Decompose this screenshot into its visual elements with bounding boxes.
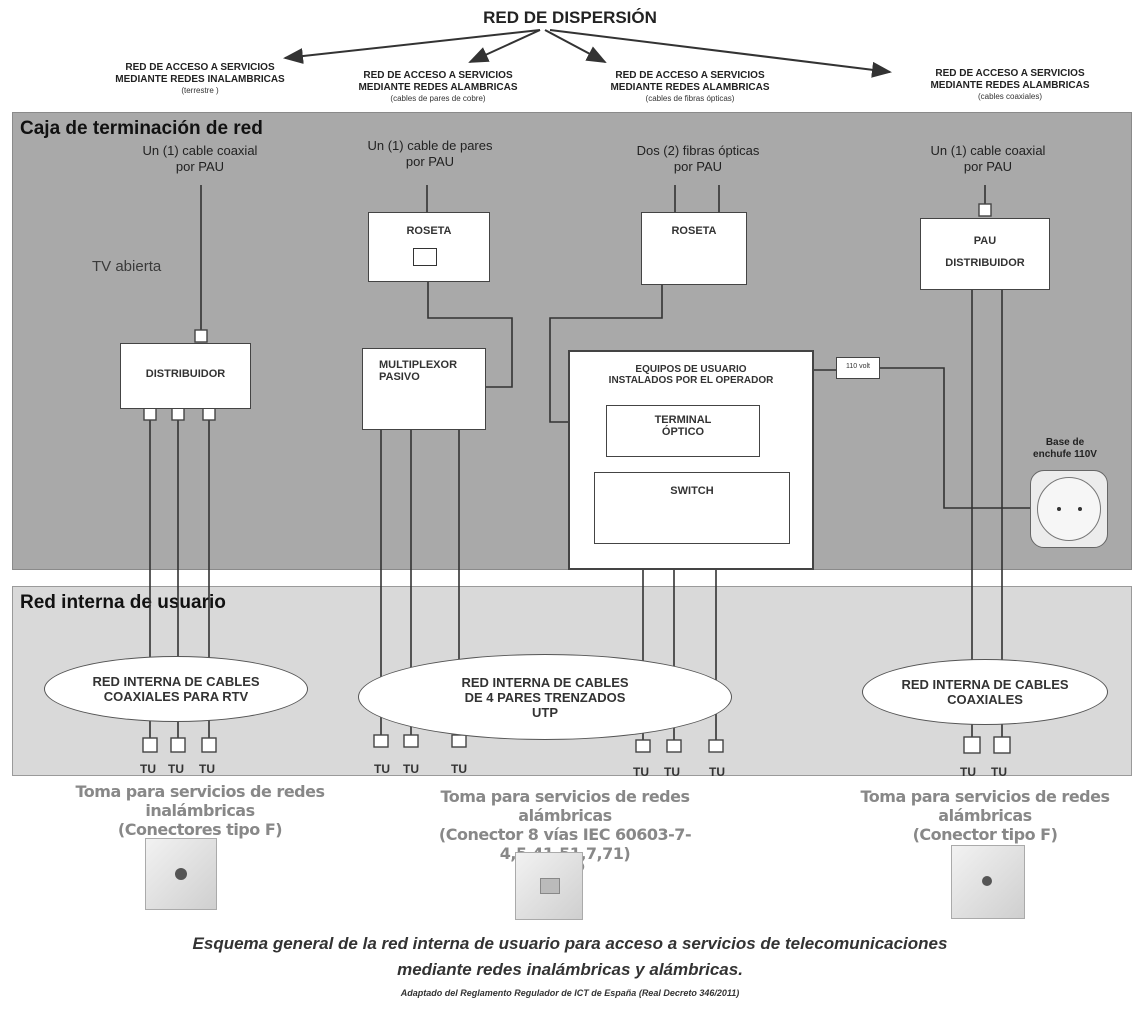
network-header-fiber: RED DE ACCESO A SERVICIOS MEDIANTE REDES… bbox=[570, 70, 810, 103]
coax-wall-plate-icon bbox=[145, 838, 217, 910]
tu-label: TU bbox=[199, 762, 215, 776]
plate-connector bbox=[982, 876, 992, 886]
toma-wireless-label: Toma para servicios de redes inalámbrica… bbox=[30, 782, 370, 839]
network-header-line: MEDIANTE REDES ALAMBRICAS bbox=[610, 82, 770, 93]
col4-cable-line2: por PAU bbox=[963, 159, 1013, 174]
terminal-optico-line2: ÓPTICO bbox=[661, 426, 705, 438]
multiplexor-label-line2: PASIVO bbox=[379, 371, 420, 383]
network-header-sub: (cables coaxiales) bbox=[977, 92, 1043, 101]
network-header-line: MEDIANTE REDES INALAMBRICAS bbox=[115, 74, 285, 85]
toma-line: Toma para servicios de redes alámbricas bbox=[860, 787, 1110, 825]
network-header-sub: (cables de pares de cobre) bbox=[390, 94, 486, 103]
rj45-wall-plate-icon bbox=[515, 852, 583, 920]
roseta-copper-label: ROSETA bbox=[406, 225, 452, 237]
base-enchufe-line1: Base de bbox=[1045, 437, 1085, 448]
tv-abierta-label: TV abierta bbox=[92, 258, 162, 275]
terminal-optico-box: TERMINAL ÓPTICO bbox=[606, 405, 760, 457]
base-enchufe-line2: enchufe 110V bbox=[1033, 449, 1097, 460]
base-enchufe-label: Base de enchufe 110V bbox=[1020, 437, 1110, 461]
equipos-usuario-line1: EQUIPOS DE USUARIO bbox=[635, 364, 747, 375]
network-header-coaxial: RED DE ACCESO A SERVICIOS MEDIANTE REDES… bbox=[890, 68, 1130, 101]
network-header-wireless: RED DE ACCESO A SERVICIOS MEDIANTE REDES… bbox=[70, 62, 330, 95]
toma-line: (Conectores tipo F) bbox=[117, 820, 283, 839]
col4-cable-label: Un (1) cable coaxial por PAU bbox=[888, 143, 1088, 175]
ellipse-line: DE 4 PARES TRENZADOS bbox=[464, 689, 626, 705]
utp-network-ellipse: RED INTERNA DE CABLES DE 4 PARES TRENZAD… bbox=[358, 654, 732, 740]
toma-line: Toma para servicios de redes inalámbrica… bbox=[75, 782, 325, 820]
network-header-sub: (cables de fibras ópticas) bbox=[645, 94, 735, 103]
equipos-usuario-line2: INSTALADOS POR EL OPERADOR bbox=[608, 375, 774, 386]
network-header-line: RED DE ACCESO A SERVICIOS bbox=[125, 62, 275, 73]
terminal-optico-line1: TERMINAL bbox=[654, 414, 712, 426]
zone-label-red-interna: Red interna de usuario bbox=[20, 592, 226, 613]
tu-label: TU bbox=[960, 765, 976, 779]
toma-line: (Conector tipo F) bbox=[912, 825, 1058, 844]
roseta-fiber-box: ROSETA bbox=[641, 212, 747, 285]
tu-label: TU bbox=[140, 762, 156, 776]
110-volt-label: 110 volt bbox=[846, 363, 870, 370]
distribuidor-box: DISTRIBUIDOR bbox=[120, 343, 251, 409]
diagram-title: RED DE DISPERSIÓN bbox=[483, 8, 657, 27]
network-header-line: RED DE ACCESO A SERVICIOS bbox=[363, 70, 513, 81]
roseta-copper-box: ROSETA bbox=[368, 212, 490, 282]
ellipse-line: COAXIALES bbox=[947, 692, 1023, 707]
coax-wall-plate-icon bbox=[951, 845, 1025, 919]
ellipse-line: UTP bbox=[532, 704, 558, 720]
distribuidor-label: DISTRIBUIDOR bbox=[145, 368, 226, 380]
col1-cable-label: Un (1) cable coaxial por PAU bbox=[100, 143, 300, 175]
switch-box: SWITCH bbox=[594, 472, 790, 544]
col1-cable-line1: Un (1) cable coaxial bbox=[142, 143, 258, 158]
network-header-line: MEDIANTE REDES ALAMBRICAS bbox=[930, 80, 1090, 91]
tu-label: TU bbox=[991, 765, 1007, 779]
tu-label: TU bbox=[168, 762, 184, 776]
col2-cable-line2: por PAU bbox=[405, 154, 455, 169]
pau-label: PAU bbox=[973, 235, 997, 247]
tu-label: TU bbox=[709, 765, 725, 779]
roseta-fiber-label: ROSETA bbox=[671, 225, 717, 237]
tu-label: TU bbox=[374, 762, 390, 776]
col4-cable-line1: Un (1) cable coaxial bbox=[930, 143, 1046, 158]
col3-fiber-line1: Dos (2) fibras ópticas bbox=[636, 143, 760, 158]
pau-distribuidor-label: DISTRIBUIDOR bbox=[945, 257, 1025, 269]
tu-label: TU bbox=[403, 762, 419, 776]
tu-label: TU bbox=[664, 765, 680, 779]
ellipse-line: RED INTERNA DE CABLES bbox=[901, 677, 1069, 692]
network-header-line: RED DE ACCESO A SERVICIOS bbox=[935, 68, 1085, 79]
coax-rtv-network-ellipse: RED INTERNA DE CABLES COAXIALES PARA RTV bbox=[44, 656, 308, 722]
network-header-sub: (terrestre ) bbox=[181, 86, 219, 95]
toma-coax-label: Toma para servicios de redes alámbricas … bbox=[830, 787, 1140, 844]
network-header-copper: RED DE ACCESO A SERVICIOS MEDIANTE REDES… bbox=[318, 70, 558, 103]
caption-line2: mediante redes inalámbricas y alámbricas… bbox=[397, 960, 743, 979]
coax-network-ellipse: RED INTERNA DE CABLES COAXIALES bbox=[862, 659, 1108, 725]
toma-line: Toma para servicios de redes alámbricas bbox=[440, 787, 690, 825]
caption-line1: Esquema general de la red interna de usu… bbox=[192, 934, 948, 953]
col2-cable-label: Un (1) cable de pares por PAU bbox=[330, 138, 530, 170]
col1-cable-line2: por PAU bbox=[175, 159, 225, 174]
multiplexor-box: MULTIPLEXOR PASIVO bbox=[362, 348, 486, 430]
zone-label-caja: Caja de terminación de red bbox=[20, 118, 263, 139]
tu-label: TU bbox=[451, 762, 467, 776]
plate-connector bbox=[175, 868, 187, 880]
col2-cable-line1: Un (1) cable de pares bbox=[367, 138, 493, 153]
110-volt-box: 110 volt bbox=[836, 357, 880, 379]
col3-fiber-line2: por PAU bbox=[673, 159, 723, 174]
power-socket-circle bbox=[1037, 477, 1101, 541]
pau-distribuidor-box: PAU DISTRIBUIDOR bbox=[920, 218, 1050, 290]
plate-connector bbox=[540, 878, 560, 894]
col3-fiber-label: Dos (2) fibras ópticas por PAU bbox=[598, 143, 798, 175]
network-header-line: RED DE ACCESO A SERVICIOS bbox=[615, 70, 765, 81]
ellipse-line: RED INTERNA DE CABLES bbox=[461, 674, 629, 690]
rj45-port-icon bbox=[413, 248, 437, 266]
ellipse-line: COAXIALES PARA RTV bbox=[103, 689, 249, 704]
multiplexor-label-line1: MULTIPLEXOR bbox=[379, 359, 458, 371]
network-header-line: MEDIANTE REDES ALAMBRICAS bbox=[358, 82, 518, 93]
power-socket-pin bbox=[1057, 507, 1061, 511]
ellipse-line: RED INTERNA DE CABLES bbox=[92, 674, 260, 689]
power-socket-icon bbox=[1030, 470, 1108, 548]
tu-label: TU bbox=[633, 765, 649, 779]
caption-source: Adaptado del Reglamento Regulador de ICT… bbox=[400, 988, 740, 998]
switch-label: SWITCH bbox=[670, 485, 714, 497]
power-socket-pin bbox=[1078, 507, 1082, 511]
